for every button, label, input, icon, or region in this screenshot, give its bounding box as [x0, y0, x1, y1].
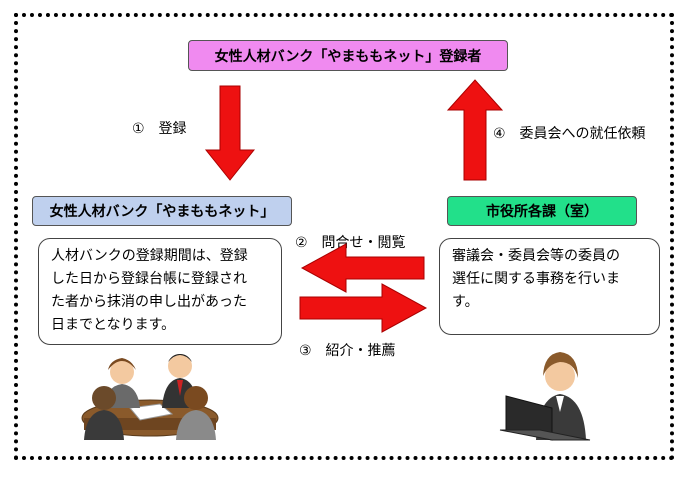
- introduce-label: ③ 紹介・推薦: [299, 343, 396, 359]
- registrant-box: 女性人材バンク「やまももネット」登録者: [188, 40, 508, 71]
- description-line: た者から抹消の申し出があった: [51, 294, 247, 310]
- up-arrow: [446, 79, 504, 181]
- dotted-frame: [14, 13, 674, 460]
- right-arrow: [299, 283, 428, 333]
- meeting-people-illustration: [81, 354, 219, 440]
- down-arrow: [204, 85, 256, 181]
- city-office-description: 審議会・委員会等の委員の 選任に関する事務を行いま す。: [439, 238, 660, 335]
- description-line: 審議会・委員会等の委員の: [452, 248, 620, 264]
- talent-bank-box: 女性人材バンク「やまももネット」: [32, 196, 292, 226]
- description-line: した日から登録台帳に登録され: [51, 271, 247, 287]
- description-line: 人材バンクの登録期間は、登録: [51, 248, 248, 264]
- registrant-label: 女性人材バンク「やまももネット」登録者: [214, 48, 482, 65]
- talent-bank-description: 人材バンクの登録期間は、登録 した日から登録台帳に登録され た者から抹消の申し出…: [38, 238, 282, 345]
- register-label: ① 登録: [132, 121, 187, 137]
- appoint-label: ④ 委員会への就任依頼: [493, 126, 646, 142]
- description-line: 日までとなります。: [51, 317, 176, 333]
- inquiry-label: ② 問合せ・閲覧: [295, 235, 406, 251]
- city-office-label: 市役所各課（室）: [486, 204, 598, 220]
- left-arrow: [300, 243, 425, 293]
- description-line: 選任に関する事務を行いま: [452, 271, 620, 287]
- talent-bank-label: 女性人材バンク「やまももネット」: [49, 204, 275, 220]
- laptop-worker-illustration: [499, 352, 591, 441]
- city-office-box: 市役所各課（室）: [447, 196, 637, 226]
- description-line: す。: [452, 294, 479, 310]
